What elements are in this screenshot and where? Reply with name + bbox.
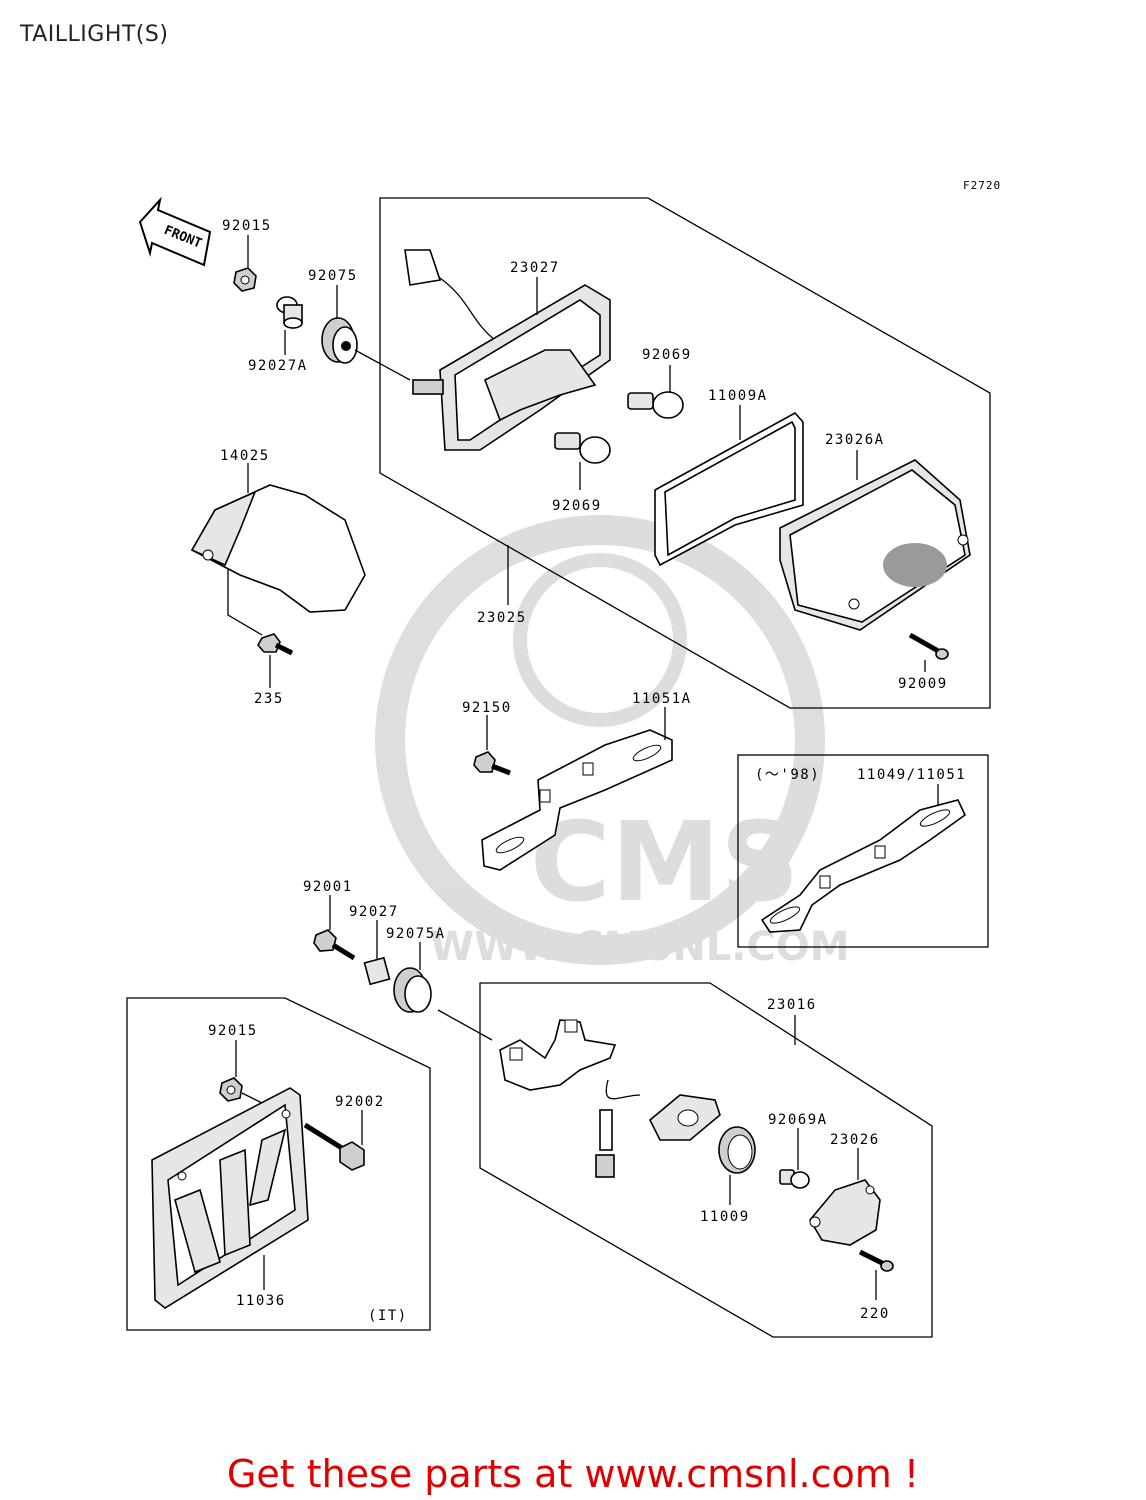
- callout-92002: 92002: [335, 1094, 385, 1110]
- callout-92069-upper: 92069: [642, 347, 692, 363]
- screw-92009: [908, 632, 949, 660]
- taillight-housing-23027: [404, 249, 611, 451]
- lower-kit-outline: [479, 982, 933, 1338]
- watermark-brand: CMS: [530, 798, 799, 926]
- callout-23026: 23026: [830, 1132, 880, 1148]
- bulb-92069A: [779, 1169, 810, 1189]
- collar-92027: [363, 956, 391, 986]
- callout-11009A: 11009A: [708, 388, 768, 404]
- socket-harness: [595, 1079, 721, 1178]
- callout-98: (～'98): [755, 767, 820, 783]
- bracket-11051A: [481, 729, 673, 871]
- callout-220: 220: [860, 1306, 890, 1322]
- callout-11049-11051: 11049/11051: [857, 767, 966, 783]
- plate-bracket-11036: [151, 1087, 309, 1309]
- parts-diagram: CMS WWW.CMSNL.COM F2720 FRONT 92015 9202…: [126, 179, 1001, 1338]
- callout-92009: 92009: [898, 676, 948, 692]
- figure-code: F2720: [963, 179, 1001, 192]
- callout-92027: 92027: [349, 904, 399, 920]
- callout-92069-lower: 92069: [552, 498, 602, 514]
- nut-92015-it: [219, 1077, 243, 1102]
- bracket-11049-11051: [760, 799, 967, 933]
- callout-92015-it: 92015: [208, 1023, 258, 1039]
- front-arrow-icon: FRONT: [138, 196, 212, 267]
- bolt-92001: [313, 929, 356, 961]
- license-light-bracket: [499, 1019, 617, 1091]
- callout-92027A: 92027A: [248, 358, 308, 374]
- bolt-92002: [303, 1122, 365, 1171]
- callout-11036: 11036: [236, 1293, 286, 1309]
- callout-92015: 92015: [222, 218, 272, 234]
- gasket-11009: [718, 1126, 756, 1174]
- upper-kit-outline: [379, 197, 991, 709]
- footer-promo-link[interactable]: Get these parts at www.cmsnl.com !: [226, 1452, 920, 1496]
- gasket-11009A: [654, 411, 804, 567]
- inset-11049-box: [737, 754, 989, 948]
- lamp-23026: [809, 1179, 881, 1246]
- callout-23026A: 23026A: [825, 432, 885, 448]
- callout-92069A: 92069A: [768, 1112, 828, 1128]
- callout-11051A: 11051A: [632, 691, 692, 707]
- callout-92075: 92075: [308, 268, 358, 284]
- cover-14025: [190, 484, 366, 613]
- callout-it: (IT): [368, 1308, 408, 1324]
- screw-220: [858, 1249, 894, 1272]
- callout-23016: 23016: [767, 997, 817, 1013]
- callout-23027: 23027: [510, 260, 560, 276]
- nut-92015: [233, 267, 257, 292]
- callout-92150: 92150: [462, 700, 512, 716]
- bolt-235: [257, 633, 294, 656]
- callout-14025: 14025: [220, 448, 270, 464]
- callout-92001: 92001: [303, 879, 353, 895]
- page-title: TAILLIGHT(S): [20, 22, 169, 47]
- grommet-92075A: [393, 967, 432, 1013]
- grommet-92075: [321, 317, 358, 364]
- callout-92075A: 92075A: [386, 926, 446, 942]
- callout-11009: 11009: [700, 1209, 750, 1225]
- bulb-92069-upper: [627, 391, 684, 419]
- bulb-92069-lower: [554, 432, 611, 464]
- callout-235: 235: [254, 691, 284, 707]
- collar-92027A: [276, 296, 303, 329]
- inset-it-box: [126, 997, 431, 1331]
- bolt-92150: [473, 751, 511, 776]
- callout-23025: 23025: [477, 610, 527, 626]
- lens-23026A: [779, 459, 971, 631]
